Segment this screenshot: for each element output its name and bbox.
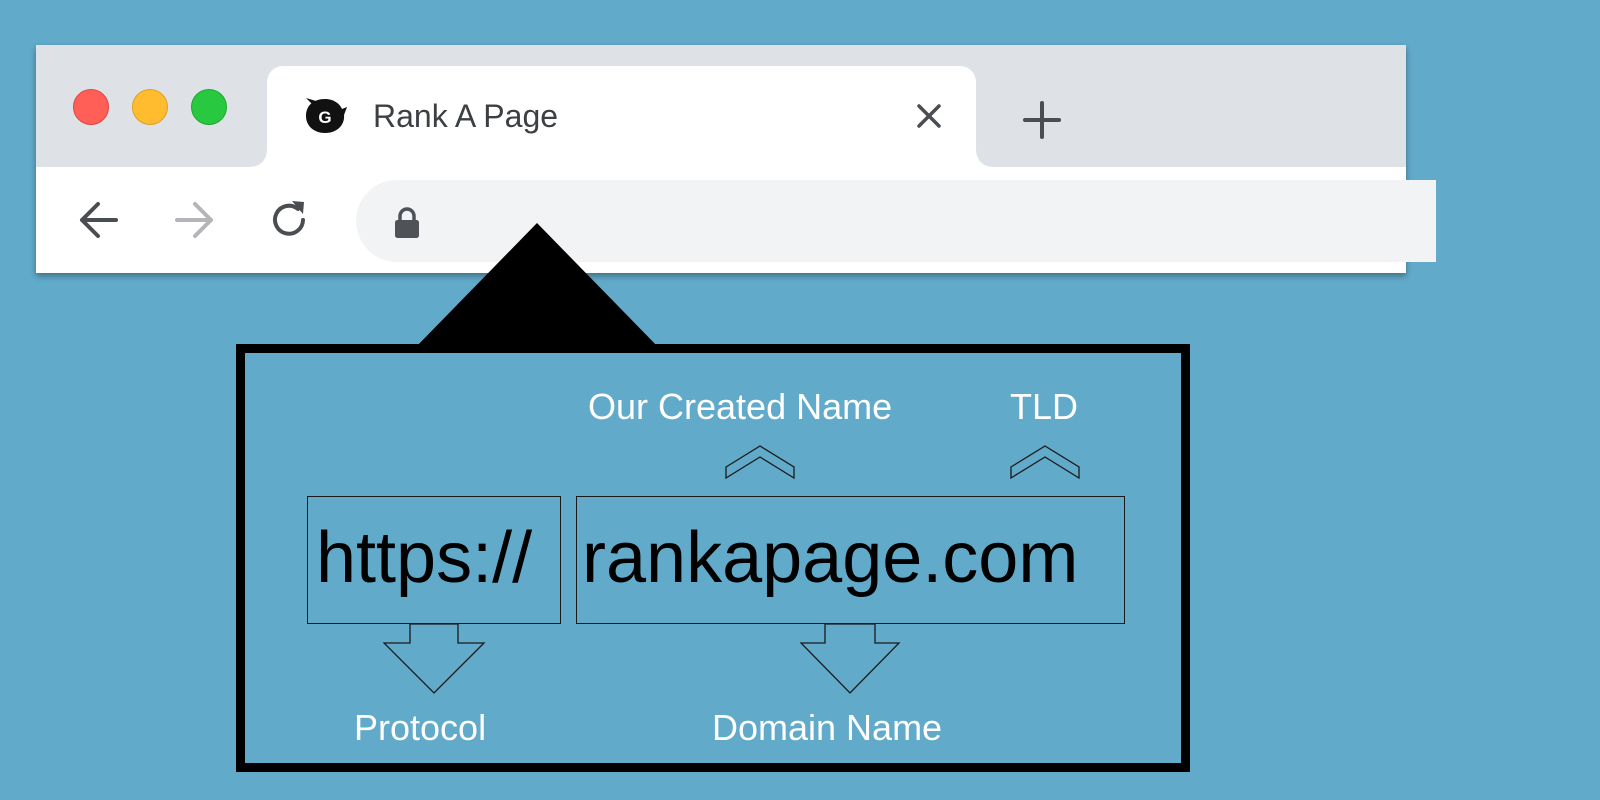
toolbar [36, 167, 1436, 273]
minimize-window-button[interactable] [132, 89, 168, 125]
lock-icon[interactable] [393, 207, 421, 239]
reload-icon[interactable] [266, 197, 312, 243]
tab-strip: G Rank A Page [36, 45, 1406, 167]
arrow-left-icon[interactable] [76, 197, 122, 243]
protocol-label: Protocol [354, 707, 487, 748]
tld-label: TLD [1010, 386, 1079, 427]
domain-text: rankapage.com [582, 518, 1079, 598]
created-name-label: Our Created Name [588, 386, 893, 427]
zoom-window-button[interactable] [191, 89, 227, 125]
plus-icon[interactable] [1022, 100, 1062, 140]
protocol-text: https:// [316, 518, 533, 598]
domain-name-label: Domain Name [712, 707, 943, 748]
url-breakdown-panel [236, 344, 1190, 772]
chevron-up-icon [725, 445, 795, 480]
favicon-letter: G [318, 108, 331, 127]
arrow-down-icon [800, 623, 901, 694]
g-logo-icon: G [306, 98, 347, 133]
tab-rank-a-page[interactable]: G Rank A Page [251, 66, 992, 167]
arrow-down-icon [383, 623, 486, 694]
browser-window: G Rank A Page [36, 45, 1436, 273]
close-window-button[interactable] [73, 89, 109, 125]
arrow-right-icon[interactable] [171, 197, 217, 243]
pointer-triangle [414, 223, 660, 349]
chevron-up-icon [1010, 445, 1080, 480]
tab-title: Rank A Page [373, 98, 559, 134]
close-icon[interactable] [915, 102, 943, 130]
